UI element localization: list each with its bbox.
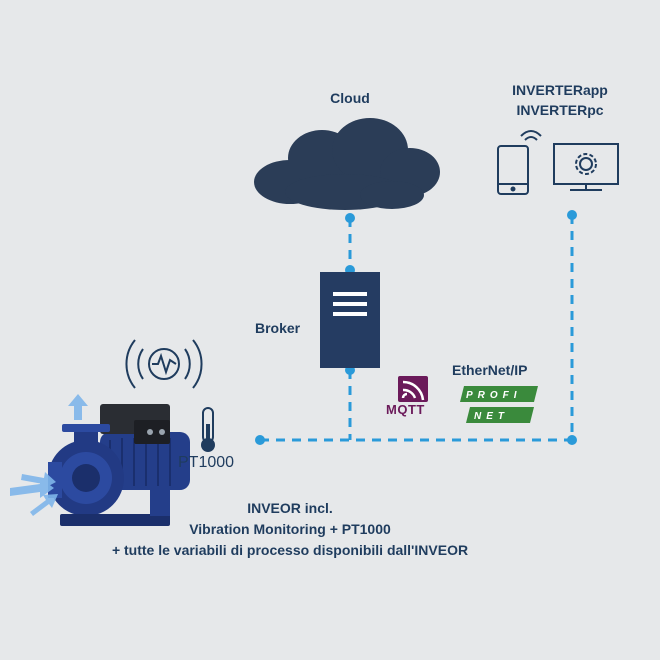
server-icon <box>320 272 380 368</box>
mqtt-label: MQTT <box>386 402 425 417</box>
caption-line1: INVEOR incl. <box>247 500 333 516</box>
broker-label: Broker <box>255 320 301 336</box>
profinet-label-bottom: NET <box>474 411 509 422</box>
connection-lines <box>260 215 574 442</box>
dot-pump <box>255 435 265 445</box>
thermometer-icon <box>201 407 215 452</box>
ethernet-ip-label: EtherNet/IP <box>452 362 528 378</box>
caption-line2: Vibration Monitoring + PT1000 <box>189 521 391 537</box>
cloud-label: Cloud <box>330 90 370 106</box>
profinet-logo <box>460 386 538 423</box>
monitor-gear-icon <box>553 143 619 191</box>
caption: INVEOR incl. Vibration Monitoring + PT10… <box>60 498 520 561</box>
profinet-label-top: PROFI <box>466 390 522 401</box>
pt1000-label: PT1000 <box>178 454 235 471</box>
caption-line3: + tutte le variabili di processo disponi… <box>111 542 469 558</box>
dot-app <box>567 210 577 220</box>
vibration-sensor-icon <box>125 339 203 389</box>
pump-icon <box>10 394 190 526</box>
dot-bus-corner <box>567 435 577 445</box>
app-label: INVERTERapp INVERTERpc <box>490 80 630 120</box>
dot-cloud <box>345 213 355 223</box>
app-label-line2: INVERTERpc <box>516 102 604 118</box>
mqtt-logo <box>398 376 428 402</box>
app-label-line1: INVERTERapp <box>512 82 608 98</box>
smartphone-icon <box>497 130 542 195</box>
cloud-icon <box>254 118 440 210</box>
